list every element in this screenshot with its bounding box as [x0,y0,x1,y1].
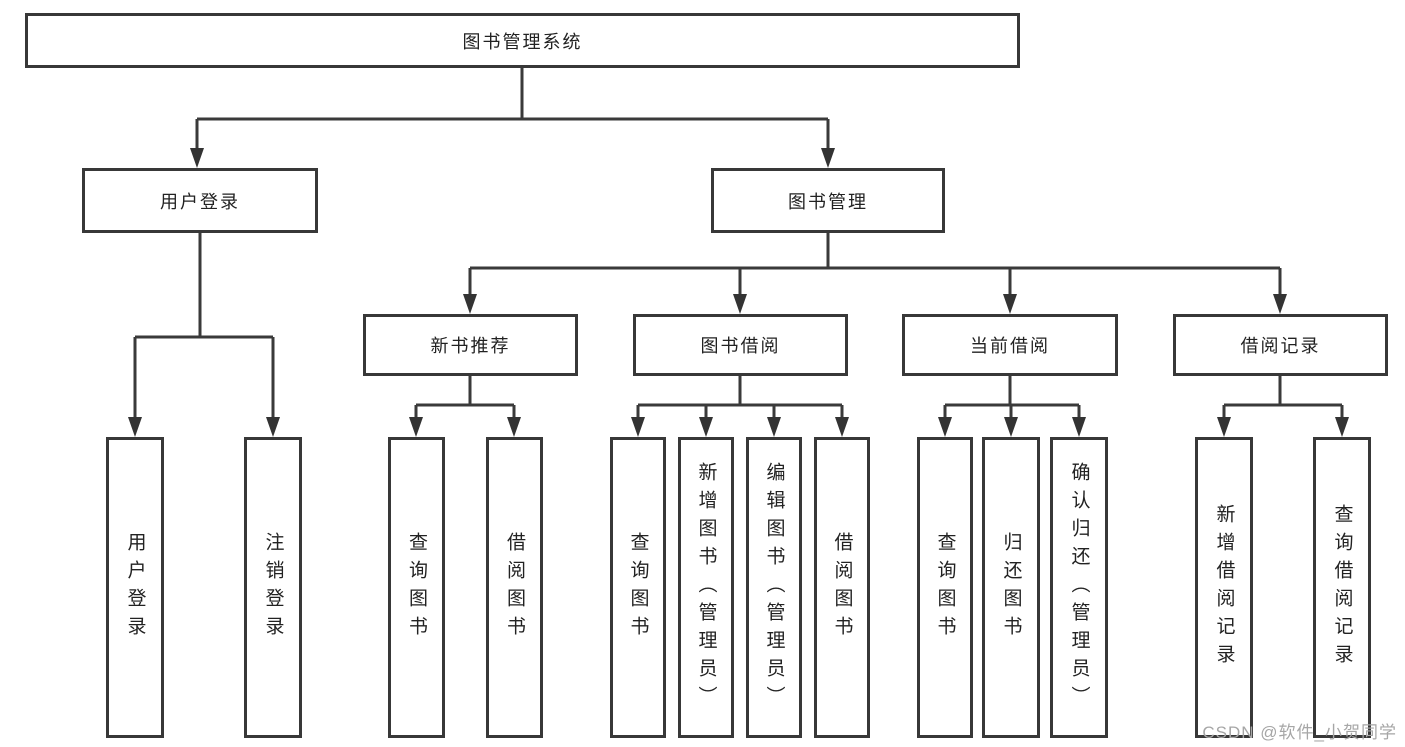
arrow-down-icon [128,417,142,437]
node-borrow-records: 借阅记录 [1173,314,1388,376]
node-label: 借阅图书 [831,531,853,644]
arrow-down-icon [767,417,781,437]
node-label: 编辑图书（管理员） [763,461,785,714]
leaf-logout: 注销登录 [244,437,302,738]
arrow-down-icon [409,417,423,437]
connector-line [468,233,1282,295]
node-label: 查询借阅记录 [1331,503,1353,672]
node-label: 用户登录 [124,531,146,644]
connector-line [943,376,1081,418]
connector-line [195,68,830,150]
node-label: 新增借阅记录 [1213,503,1235,672]
leaf-query-borrow-record: 查询借阅记录 [1313,437,1371,738]
node-label: 查询图书 [627,531,649,644]
arrow-down-icon [821,148,835,168]
node-label: 确认归还（管理员） [1068,461,1090,714]
node-label: 查询图书 [406,531,427,644]
arrow-down-icon [631,417,645,437]
node-label: 查询图书 [934,531,956,644]
connector-line [414,376,516,418]
arrow-down-icon [938,417,952,437]
leaf-query-books-recommend: 查询图书 [388,437,445,738]
arrow-down-icon [266,417,280,437]
node-new-book-recommend: 新书推荐 [363,314,578,376]
node-book-management: 图书管理 [711,168,945,233]
arrow-down-icon [835,417,849,437]
connector-line [1222,376,1344,418]
arrow-down-icon [1003,294,1017,314]
node-label: 用户登录 [160,191,240,212]
node-library-management-system: 图书管理系统 [25,13,1020,68]
arrow-down-icon [1335,417,1349,437]
arrow-down-icon [1273,294,1287,314]
leaf-query-books: 查询图书 [610,437,666,738]
arrow-down-icon [190,148,204,168]
node-current-borrow: 当前借阅 [902,314,1118,376]
leaf-confirm-return-admin: 确认归还（管理员） [1050,437,1108,738]
leaf-user-login: 用户登录 [106,437,164,738]
node-book-borrow: 图书借阅 [633,314,848,376]
leaf-borrow-books: 借阅图书 [814,437,870,738]
node-label: 当前借阅 [970,336,1050,356]
leaf-query-books-current: 查询图书 [917,437,973,738]
arrow-down-icon [1217,417,1231,437]
arrow-down-icon [1004,417,1018,437]
watermark: CSDN @软件_小贺同学 [1202,723,1397,742]
leaf-return-books: 归还图书 [982,437,1040,738]
connector-line [636,376,844,418]
node-label: 图书管理系统 [462,31,583,52]
node-label: 借阅图书 [504,531,525,644]
leaf-borrow-books-recommend: 借阅图书 [486,437,543,738]
arrow-down-icon [1072,417,1086,437]
node-label: 借阅记录 [1240,336,1321,356]
arrow-down-icon [507,417,521,437]
node-user-login: 用户登录 [82,168,318,233]
leaf-add-borrow-record: 新增借阅记录 [1195,437,1253,738]
arrow-down-icon [463,294,477,314]
connector-line [133,233,275,418]
leaf-edit-books-admin: 编辑图书（管理员） [746,437,802,738]
leaf-add-books-admin: 新增图书（管理员） [678,437,734,738]
node-label: 图书管理 [788,191,868,212]
node-label: 注销登录 [262,531,284,644]
arrow-down-icon [733,294,747,314]
arrow-down-icon [699,417,713,437]
node-label: 归还图书 [1000,531,1022,644]
node-label: 图书借阅 [700,336,781,356]
node-label: 新增图书（管理员） [695,461,717,714]
node-label: 新书推荐 [430,336,511,356]
